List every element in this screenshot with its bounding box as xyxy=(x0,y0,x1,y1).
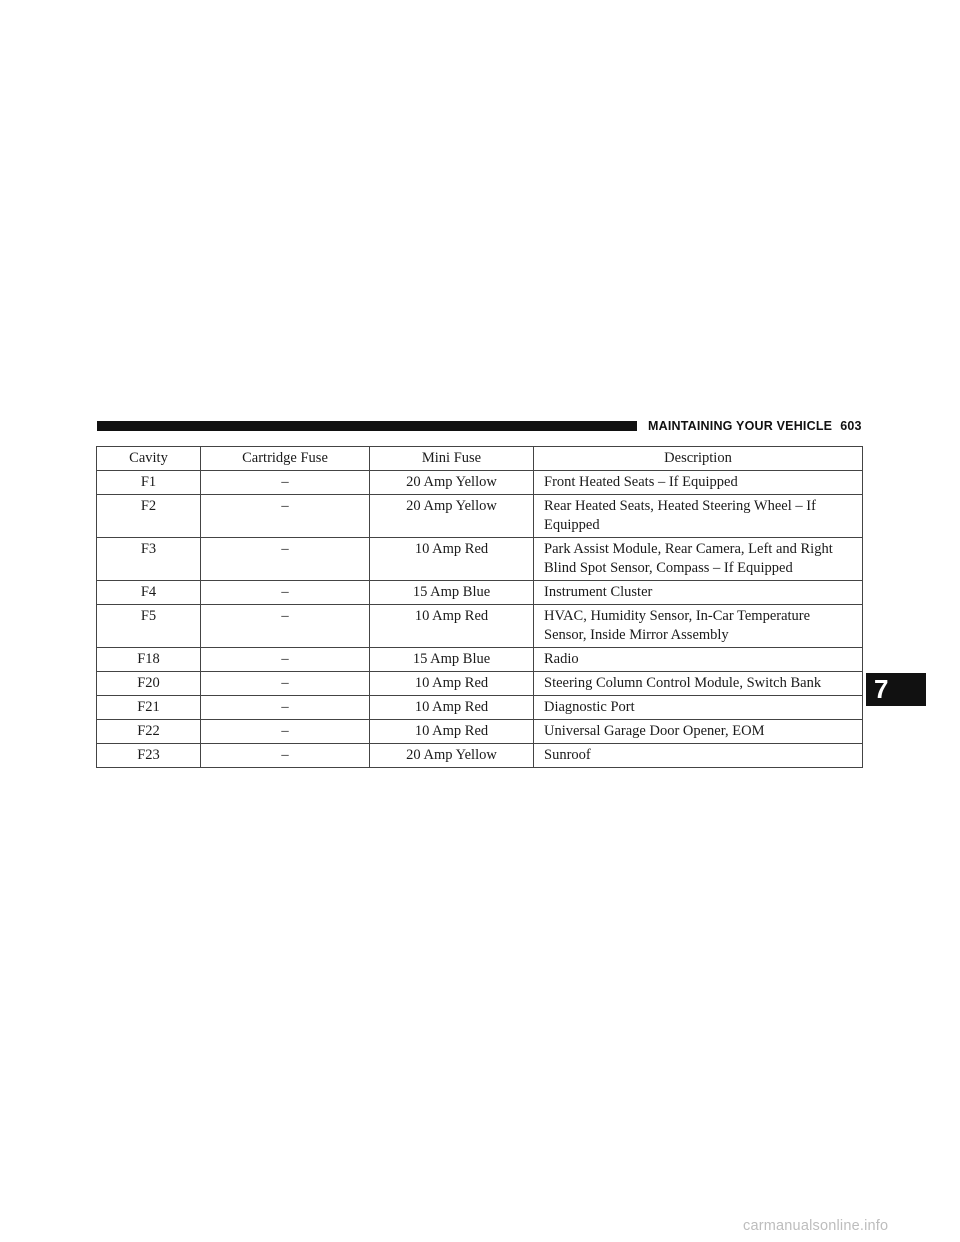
cell-description: Steering Column Control Module, Switch B… xyxy=(533,671,863,696)
table-row: F22 – 10 Amp Red Universal Garage Door O… xyxy=(96,719,863,744)
fuse-table: Cavity Cartridge Fuse Mini Fuse Descript… xyxy=(96,446,863,768)
cell-mini-fuse: 10 Amp Red xyxy=(369,719,534,744)
cell-cartridge-fuse: – xyxy=(200,537,370,581)
cell-cartridge-fuse: – xyxy=(200,494,370,538)
cell-cartridge-fuse: – xyxy=(200,743,370,768)
table-row: F1 – 20 Amp Yellow Front Heated Seats – … xyxy=(96,470,863,495)
cell-mini-fuse: 10 Amp Red xyxy=(369,604,534,648)
cell-cavity: F22 xyxy=(96,719,201,744)
cell-mini-fuse: 20 Amp Yellow xyxy=(369,470,534,495)
cell-cavity: F18 xyxy=(96,647,201,672)
cell-mini-fuse: 10 Amp Red xyxy=(369,537,534,581)
watermark: carmanualsonline.info xyxy=(743,1218,889,1234)
cell-description: Rear Heated Seats, Heated Steering Wheel… xyxy=(533,494,863,538)
cell-description: Front Heated Seats – If Equipped xyxy=(533,470,863,495)
cell-cartridge-fuse: – xyxy=(200,647,370,672)
page-number: 603 xyxy=(840,419,862,433)
cell-cartridge-fuse: – xyxy=(200,470,370,495)
column-header-mini-fuse: Mini Fuse xyxy=(369,446,534,471)
cell-description: Park Assist Module, Rear Camera, Left an… xyxy=(533,537,863,581)
table-header-row: Cavity Cartridge Fuse Mini Fuse Descript… xyxy=(96,446,863,471)
table-row: F21 – 10 Amp Red Diagnostic Port xyxy=(96,695,863,720)
cell-mini-fuse: 15 Amp Blue xyxy=(369,647,534,672)
cell-description: Radio xyxy=(533,647,863,672)
table-row: F18 – 15 Amp Blue Radio xyxy=(96,647,863,672)
cell-description: Instrument Cluster xyxy=(533,580,863,605)
cell-mini-fuse: 15 Amp Blue xyxy=(369,580,534,605)
cell-cavity: F5 xyxy=(96,604,201,648)
cell-description: Sunroof xyxy=(533,743,863,768)
cell-cavity: F4 xyxy=(96,580,201,605)
cell-cavity: F2 xyxy=(96,494,201,538)
cell-description: Universal Garage Door Opener, EOM xyxy=(533,719,863,744)
running-header: MAINTAINING YOUR VEHICLE 603 xyxy=(648,417,862,435)
column-header-cavity: Cavity xyxy=(96,446,201,471)
chapter-tab[interactable]: 7 xyxy=(866,673,926,706)
cell-mini-fuse: 20 Amp Yellow xyxy=(369,743,534,768)
table-row: F23 – 20 Amp Yellow Sunroof xyxy=(96,743,863,768)
cell-cartridge-fuse: – xyxy=(200,695,370,720)
cell-cartridge-fuse: – xyxy=(200,671,370,696)
cell-cavity: F21 xyxy=(96,695,201,720)
cell-description: Diagnostic Port xyxy=(533,695,863,720)
cell-cavity: F23 xyxy=(96,743,201,768)
column-header-description: Description xyxy=(533,446,863,471)
cell-cavity: F3 xyxy=(96,537,201,581)
table-row: F5 – 10 Amp Red HVAC, Humidity Sensor, I… xyxy=(96,604,863,648)
cell-cavity: F1 xyxy=(96,470,201,495)
header-rule xyxy=(97,421,637,431)
column-header-cartridge-fuse: Cartridge Fuse xyxy=(200,446,370,471)
cell-cartridge-fuse: – xyxy=(200,604,370,648)
cell-mini-fuse: 10 Amp Red xyxy=(369,671,534,696)
cell-cavity: F20 xyxy=(96,671,201,696)
cell-mini-fuse: 20 Amp Yellow xyxy=(369,494,534,538)
cell-cartridge-fuse: – xyxy=(200,719,370,744)
table-row: F20 – 10 Amp Red Steering Column Control… xyxy=(96,671,863,696)
table-row: F3 – 10 Amp Red Park Assist Module, Rear… xyxy=(96,537,863,581)
cell-cartridge-fuse: – xyxy=(200,580,370,605)
table-row: F2 – 20 Amp Yellow Rear Heated Seats, He… xyxy=(96,494,863,538)
section-title: MAINTAINING YOUR VEHICLE xyxy=(648,419,833,433)
cell-mini-fuse: 10 Amp Red xyxy=(369,695,534,720)
cell-description: HVAC, Humidity Sensor, In-Car Temperatur… xyxy=(533,604,863,648)
table-row: F4 – 15 Amp Blue Instrument Cluster xyxy=(96,580,863,605)
